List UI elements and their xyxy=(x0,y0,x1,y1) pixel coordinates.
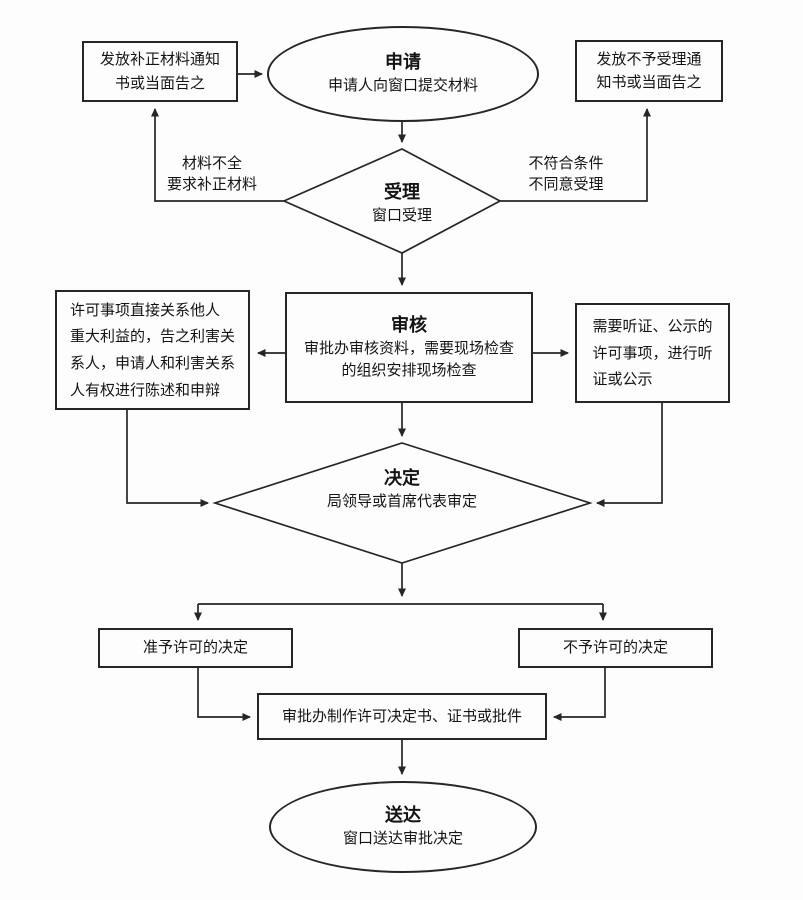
edge-hearing-to-decision xyxy=(596,403,663,507)
node-apply-title: 申请 xyxy=(385,51,421,73)
edge-label-not-qualified: 不符合条件 不同意受理 xyxy=(528,154,604,194)
node-decision-title: 决定 xyxy=(384,467,420,489)
node-produce-documents-text: 审批办制作许可决定书、证书或批件 xyxy=(281,706,522,725)
node-deny-decision: 不予许可的决定 xyxy=(518,628,713,668)
node-produce-documents: 审批办制作许可决定书、证书或批件 xyxy=(257,693,547,740)
edge-accept-to-rejection xyxy=(500,108,651,202)
node-accept-title: 受理 xyxy=(384,181,420,203)
node-notify-stakeholders-text: 许可事项直接关系他人 重大利益的，告之利害关 系人，申请人和利害关系 人有权进行… xyxy=(69,300,235,399)
node-accept-subtitle: 窗口受理 xyxy=(371,206,432,225)
node-grant-decision-text: 准予许可的决定 xyxy=(142,638,248,657)
node-review-title: 审核 xyxy=(391,314,427,336)
node-accept-label: 受理 窗口受理 xyxy=(322,178,482,230)
edge-stakeholders-to-decision xyxy=(126,410,209,507)
node-deliver-title: 送达 xyxy=(385,804,421,826)
node-hearing-publicity-text: 需要听证、公示的 许可事项，进行听 证或公示 xyxy=(592,316,713,389)
node-review: 审核 审批办审核资料，需要现场检查 的组织安排现场检查 xyxy=(285,292,533,403)
node-notify-stakeholders: 许可事项直接关系他人 重大利益的，告之利害关 系人，申请人和利害关系 人有权进行… xyxy=(55,290,250,410)
node-decision-label: 决定 局领导或首席代表审定 xyxy=(292,462,512,518)
node-grant-decision: 准予许可的决定 xyxy=(98,628,293,668)
node-apply-ellipse: 申请 申请人向窗口提交材料 xyxy=(267,26,539,122)
node-deny-decision-text: 不予许可的决定 xyxy=(562,638,668,657)
node-deliver-subtitle: 窗口送达审批决定 xyxy=(342,829,463,848)
edge-deny-to-produce xyxy=(553,668,606,721)
node-decision-subtitle: 局领导或首席代表审定 xyxy=(326,492,477,511)
node-hearing-publicity: 需要听证、公示的 许可事项，进行听 证或公示 xyxy=(575,303,730,403)
node-review-subtitle: 审批办审核资料，需要现场检查 的组织安排现场检查 xyxy=(303,338,514,379)
node-issue-rejection-notice: 发放不予受理通 知书或当面告之 xyxy=(575,40,723,102)
edge-accept-to-supplement xyxy=(151,108,284,202)
edge-label-materials-incomplete: 材料不全 要求补正材料 xyxy=(166,154,257,194)
node-apply-subtitle: 申请人向窗口提交材料 xyxy=(327,76,478,95)
node-issue-supplement-notice-text: 发放补正材料通知 书或当面告之 xyxy=(99,50,220,92)
edge-grant-to-produce xyxy=(197,668,251,721)
node-issue-rejection-notice-text: 发放不予受理通 知书或当面告之 xyxy=(596,49,702,91)
node-deliver-ellipse: 送达 窗口送达审批决定 xyxy=(269,781,537,873)
node-issue-supplement-notice: 发放补正材料通知 书或当面告之 xyxy=(82,41,238,102)
